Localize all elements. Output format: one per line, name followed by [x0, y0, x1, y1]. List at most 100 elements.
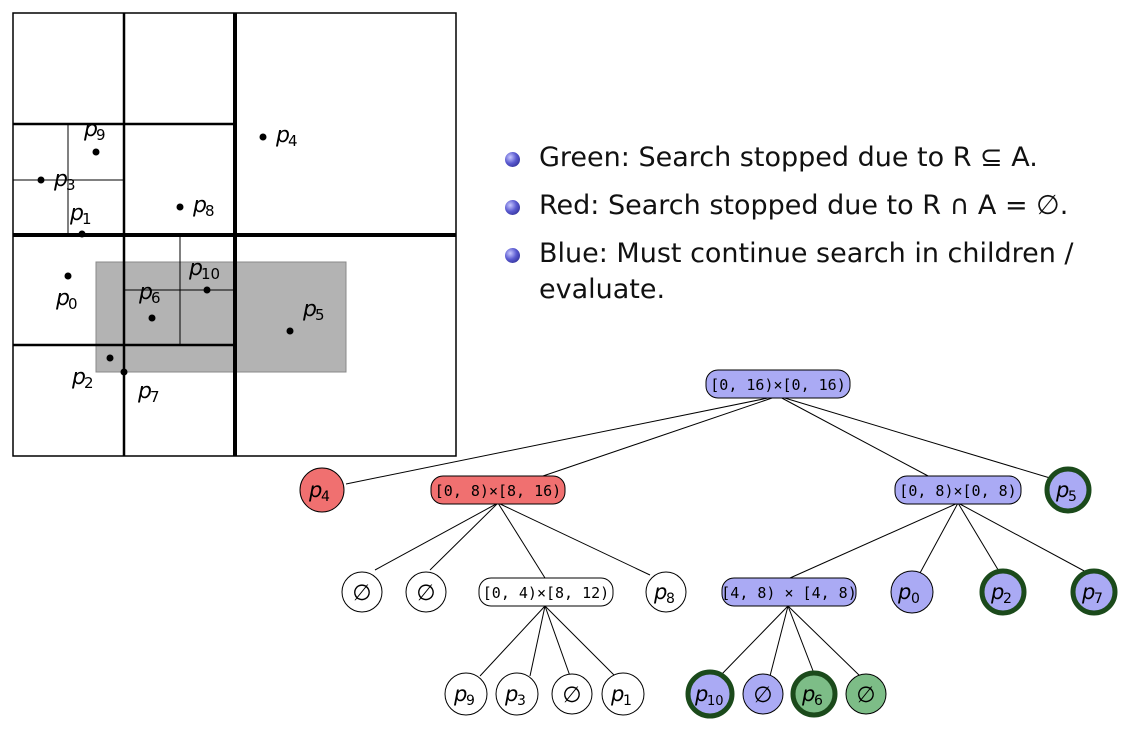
- node-p4: p4: [299, 467, 345, 513]
- svg-text:∅: ∅: [856, 683, 875, 708]
- svg-text:0: 0: [911, 591, 920, 607]
- svg-text:p: p: [53, 167, 68, 192]
- node-p2: p2: [979, 568, 1027, 616]
- point-p4: p4: [259, 123, 298, 150]
- svg-text:p: p: [69, 201, 84, 226]
- node-empty-1: ∅: [341, 571, 383, 613]
- svg-text:[0, 4)×[8, 12): [0, 4)×[8, 12): [483, 584, 609, 602]
- svg-text:p: p: [990, 580, 1004, 604]
- svg-text:p: p: [83, 117, 98, 142]
- node-blue-region: [0, 8)×[0, 8): [894, 475, 1022, 505]
- bullet-icon: [505, 152, 520, 167]
- svg-text:p: p: [55, 286, 70, 311]
- svg-text:8: 8: [205, 202, 215, 220]
- node-blue-subregion: [4, 8) × [4, 8): [721, 577, 857, 607]
- node-p9: p9: [444, 672, 488, 716]
- query-rectangle: [95, 261, 347, 373]
- point-p3: p3: [37, 167, 76, 194]
- legend-red-text: Red: Search stopped due to R ∩ A = ∅.: [539, 190, 1069, 221]
- svg-text:∅: ∅: [753, 683, 772, 708]
- node-empty-3: ∅: [551, 673, 593, 715]
- svg-text:p: p: [801, 682, 815, 706]
- svg-text:∅: ∅: [562, 683, 581, 708]
- point-p5: p5: [286, 297, 325, 335]
- svg-text:p: p: [1055, 478, 1069, 502]
- bullet-icon: [505, 200, 520, 215]
- node-p3: p3: [495, 672, 539, 716]
- svg-text:5: 5: [1068, 489, 1077, 505]
- svg-text:p: p: [897, 580, 911, 604]
- svg-text:10: 10: [707, 694, 724, 709]
- svg-text:0: 0: [68, 295, 78, 313]
- legend-list: Green: Search stopped due to R ⊆ A. Red:…: [505, 140, 1105, 320]
- svg-text:4: 4: [321, 489, 330, 505]
- point-p1: p1: [69, 201, 92, 238]
- node-p1: p1: [601, 672, 645, 716]
- svg-text:p: p: [610, 682, 624, 706]
- legend-item-blue: Blue: Must continue search in children /…: [505, 236, 1105, 308]
- svg-text:p: p: [192, 193, 207, 218]
- svg-text:1: 1: [623, 693, 632, 709]
- svg-text:[0, 16)×[0, 16): [0, 16)×[0, 16): [710, 376, 845, 394]
- svg-text:8: 8: [666, 591, 675, 607]
- svg-text:p: p: [138, 280, 153, 305]
- points: p0 p1 p2 p3 p4 p5 p6 p7 p8 p9 p10: [37, 117, 325, 406]
- point-p6: p6: [138, 280, 161, 322]
- node-p8: p8: [645, 571, 687, 613]
- point-p10: p10: [188, 256, 220, 294]
- svg-text:p: p: [275, 123, 290, 148]
- svg-text:7: 7: [150, 388, 160, 406]
- point-p7: p7: [120, 368, 160, 406]
- svg-text:3: 3: [517, 693, 526, 709]
- node-p6: p6: [790, 670, 838, 718]
- node-p5: p5: [1044, 466, 1092, 514]
- svg-text:p: p: [302, 297, 317, 322]
- svg-text:p: p: [1081, 580, 1095, 604]
- svg-text:∅: ∅: [352, 581, 371, 606]
- svg-text:10: 10: [201, 265, 220, 283]
- legend-green-text: Green: Search stopped due to R ⊆ A.: [539, 142, 1038, 173]
- point-p9: p9: [83, 117, 106, 156]
- point-p8: p8: [176, 193, 215, 220]
- svg-text:[0, 8)×[0, 8): [0, 8)×[0, 8): [899, 482, 1016, 500]
- svg-text:p: p: [188, 256, 203, 281]
- point-p2: p2: [71, 354, 114, 392]
- svg-text:∅: ∅: [416, 581, 435, 606]
- tree-nodes: [0, 16)×[0, 16) p4 [0, 8)×[8, 16) [0, 8)…: [299, 369, 1118, 719]
- svg-text:1: 1: [82, 210, 92, 228]
- node-white-region: [0, 4)×[8, 12): [478, 577, 614, 607]
- svg-text:9: 9: [96, 126, 106, 144]
- svg-text:6: 6: [814, 693, 823, 709]
- svg-text:p: p: [71, 365, 86, 390]
- svg-text:p: p: [694, 682, 708, 706]
- svg-text:p: p: [137, 379, 152, 404]
- svg-text:[0, 8)×[8, 16): [0, 8)×[8, 16): [435, 482, 561, 500]
- svg-text:9: 9: [466, 693, 475, 709]
- legend-blue-text: Blue: Must continue search in children /…: [539, 238, 1074, 305]
- node-empty-2: ∅: [405, 571, 447, 613]
- svg-text:4: 4: [288, 132, 298, 150]
- svg-text:p: p: [653, 580, 667, 604]
- node-empty-5: ∅: [845, 673, 887, 715]
- svg-text:[4, 8) × [4, 8): [4, 8) × [4, 8): [721, 584, 856, 602]
- node-empty-4: ∅: [742, 673, 784, 715]
- node-p7: p7: [1070, 568, 1118, 616]
- node-p10: p10: [685, 669, 735, 719]
- svg-text:p: p: [504, 682, 518, 706]
- quadtree-plane: [12, 12, 457, 457]
- node-red-region: [0, 8)×[8, 16): [430, 475, 566, 505]
- point-p0: p0: [55, 272, 78, 313]
- svg-text:2: 2: [84, 374, 94, 392]
- svg-text:p: p: [308, 478, 322, 502]
- tree-edges: [345, 395, 1089, 677]
- bullet-icon: [505, 248, 520, 263]
- legend-item-green: Green: Search stopped due to R ⊆ A.: [505, 140, 1105, 176]
- svg-text:3: 3: [66, 176, 76, 194]
- svg-text:p: p: [453, 682, 467, 706]
- svg-text:7: 7: [1094, 591, 1103, 607]
- node-root: [0, 16)×[0, 16): [705, 369, 851, 399]
- svg-text:2: 2: [1003, 591, 1012, 607]
- svg-text:5: 5: [315, 306, 325, 324]
